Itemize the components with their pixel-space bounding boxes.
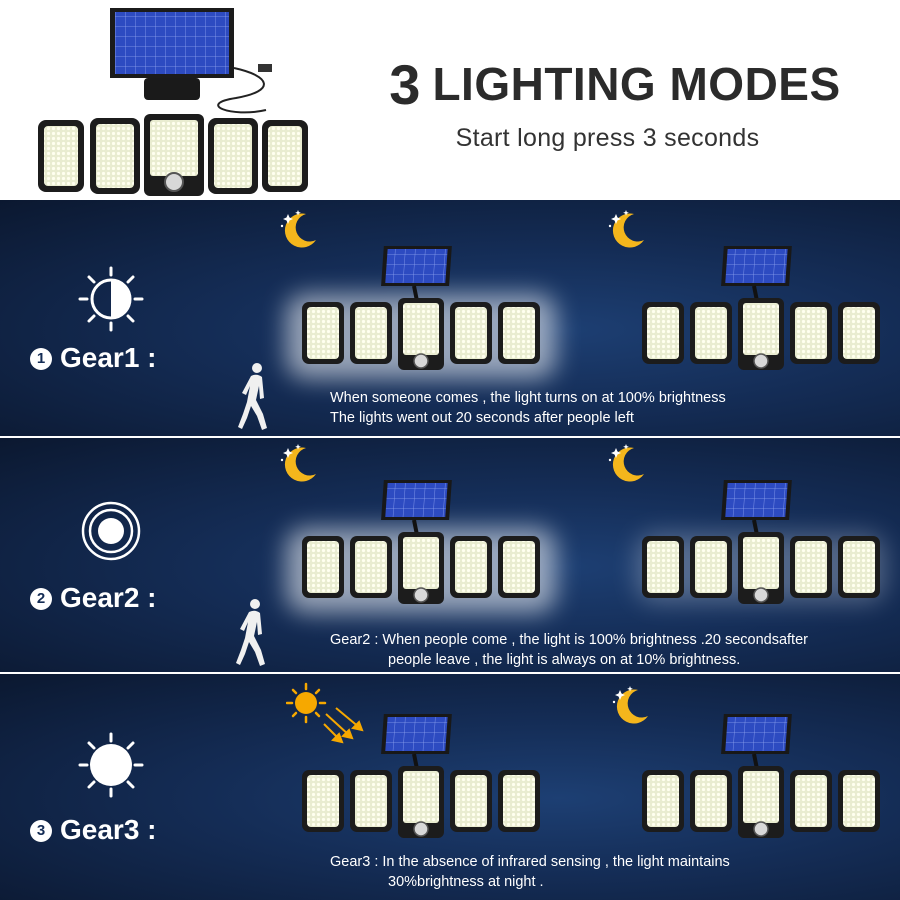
gear2-label-text: Gear2 :: [60, 582, 157, 613]
title-text: LIGHTING MODES: [432, 58, 841, 110]
gear2-description: Gear2 : When people come , the light is …: [330, 630, 808, 670]
lamp-night: [640, 712, 882, 840]
walking-person-icon: [236, 599, 265, 666]
solar-light-product-image: [38, 8, 308, 196]
gear3-description: Gear3 : In the absence of infrared sensi…: [330, 852, 730, 892]
gear3-badge: 3: [30, 820, 52, 842]
lamp-dim: [640, 244, 882, 372]
full-sun-icon: [78, 732, 144, 798]
mode-band-gear1: 1 Gear1 : When someone comes , the light …: [0, 200, 900, 436]
mode-band-gear2: 2 Gear2 : Gear2 : When people come , the …: [0, 438, 900, 672]
gear3-desc-line-1: Gear3 : In the absence of infrared sensi…: [330, 854, 730, 870]
gear3-label: 3 Gear3 :: [30, 814, 157, 846]
gear3-desc-line-2: 30%brightness at night .: [388, 874, 544, 890]
lamp-bright: [286, 244, 556, 379]
gear1-desc-line-2: The lights went out 20 seconds after peo…: [330, 410, 634, 426]
concentric-circles-icon: [81, 501, 141, 561]
title-number: 3: [389, 53, 421, 116]
gear2-badge: 2: [30, 588, 52, 610]
gear2-desc-line-2: people leave , the light is always on at…: [388, 652, 741, 668]
lamp-bright: [286, 478, 556, 613]
half-sun-icon: [78, 266, 144, 332]
gear1-badge: 1: [30, 348, 52, 370]
mode-band-gear3: 3 Gear3 : Gear3 : In the absence of infra…: [0, 674, 900, 900]
lamp-low: [636, 478, 886, 606]
walking-person-icon: [238, 363, 267, 430]
gear1-label: 1 Gear1 :: [30, 342, 157, 374]
lamp-daytime: [300, 712, 542, 840]
gear2-desc-line-1: Gear2 : When people come , the light is …: [330, 632, 808, 648]
gear1-label-text: Gear1 :: [60, 342, 157, 373]
gear2-label: 2 Gear2 :: [30, 582, 157, 614]
gear3-label-text: Gear3 :: [60, 814, 157, 845]
sun-rays-icon: [286, 682, 364, 744]
gear1-desc-line-1: When someone comes , the light turns on …: [330, 390, 726, 406]
gear1-description: When someone comes , the light turns on …: [330, 388, 726, 428]
page-subtitle: Start long press 3 seconds: [455, 124, 760, 152]
